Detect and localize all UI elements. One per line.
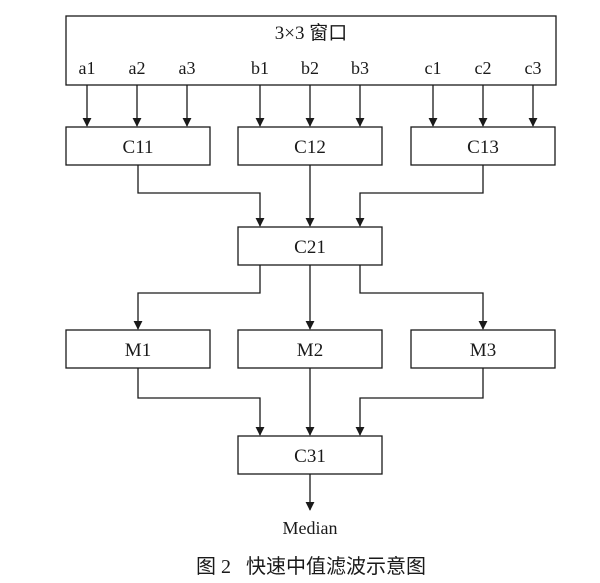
input-a1: a1 [79,58,96,78]
arrow-c21-m3 [359,265,488,330]
box-m2 [237,329,383,369]
arrow-m3-c31 [355,368,484,436]
input-a3: a3 [179,58,196,78]
label-c13: C13 [467,137,499,158]
label-m2: M2 [297,340,323,361]
output-label: Median [283,518,338,538]
label-m3: M3 [470,340,496,361]
box-m1 [65,329,211,369]
input-b1: b1 [251,58,269,78]
figure-caption: 图 2 快速中值滤波示意图 [196,555,426,578]
input-b3: b3 [351,58,369,78]
window-title: 3×3 窗口 [275,22,347,44]
input-c3: c3 [525,58,542,78]
label-c21: C21 [294,237,326,258]
arrow-c13-c21 [355,165,484,227]
input-b2: b2 [301,58,319,78]
label-c12: C12 [294,137,326,158]
label-m1: M1 [125,340,151,361]
arrow-c11-c21 [137,165,265,227]
arrow-c21-m1 [133,265,261,330]
window-box [65,15,557,86]
box-m3 [410,329,556,369]
box-c31 [237,435,383,475]
input-c2: c2 [475,58,492,78]
box-c21 [237,226,383,266]
label-c31: C31 [294,446,326,467]
input-c1: c1 [425,58,442,78]
arrow-m1-c31 [137,368,265,436]
input-a2: a2 [129,58,146,78]
label-c11: C11 [123,137,154,158]
